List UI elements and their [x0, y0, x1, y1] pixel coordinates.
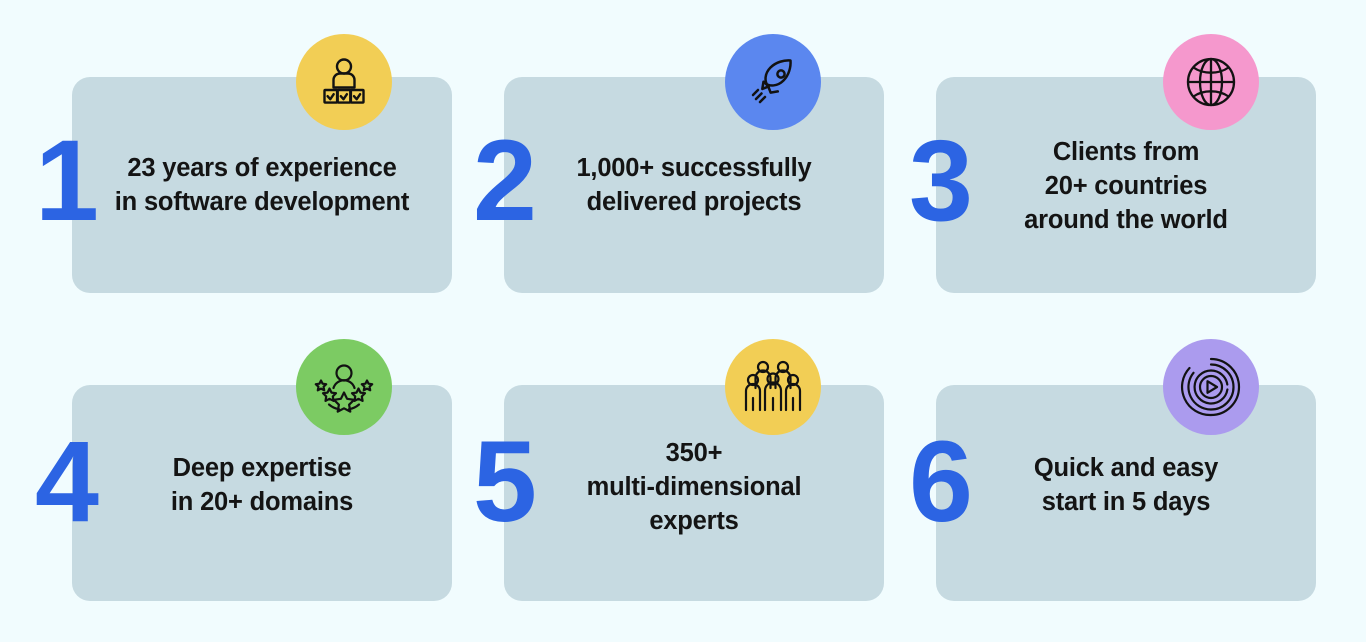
stat-card-5	[504, 385, 884, 601]
stat-number-2: 2	[473, 117, 537, 245]
badge-2	[725, 34, 821, 130]
stat-text-2: 1,000+ successfully delivered projects	[576, 154, 812, 216]
person-on-checkbox-blocks-icon	[316, 54, 372, 110]
stat-card-6	[936, 385, 1316, 601]
globe-icon	[1180, 51, 1242, 113]
stat-card-3	[936, 77, 1316, 293]
stat-card-1	[72, 77, 452, 293]
stat-number-1: 1	[35, 117, 99, 245]
stat-number-4: 4	[35, 418, 99, 546]
group-of-people-icon	[743, 358, 803, 416]
stat-text-5: 350+ multi-dimensional experts	[586, 439, 802, 535]
stat-text-4: Deep expertise in 20+ domains	[170, 454, 354, 516]
badge-4	[296, 339, 392, 435]
stat-card-2	[504, 77, 884, 293]
stat-text-1: 23 years of experience in software devel…	[114, 154, 410, 216]
stat-text-3: Clients from 20+ countries around the wo…	[1024, 138, 1228, 234]
play-button-rings-icon	[1180, 356, 1242, 418]
person-with-stars-icon	[314, 358, 374, 416]
badge-3	[1163, 34, 1259, 130]
stat-number-3: 3	[909, 117, 973, 245]
badge-5	[725, 339, 821, 435]
badge-1	[296, 34, 392, 130]
stat-number-6: 6	[909, 418, 973, 546]
stat-text-6: Quick and easy start in 5 days	[1033, 454, 1219, 516]
stat-number-5: 5	[473, 418, 537, 546]
stat-card-4	[72, 385, 452, 601]
rocket-icon	[744, 53, 802, 111]
badge-6	[1163, 339, 1259, 435]
